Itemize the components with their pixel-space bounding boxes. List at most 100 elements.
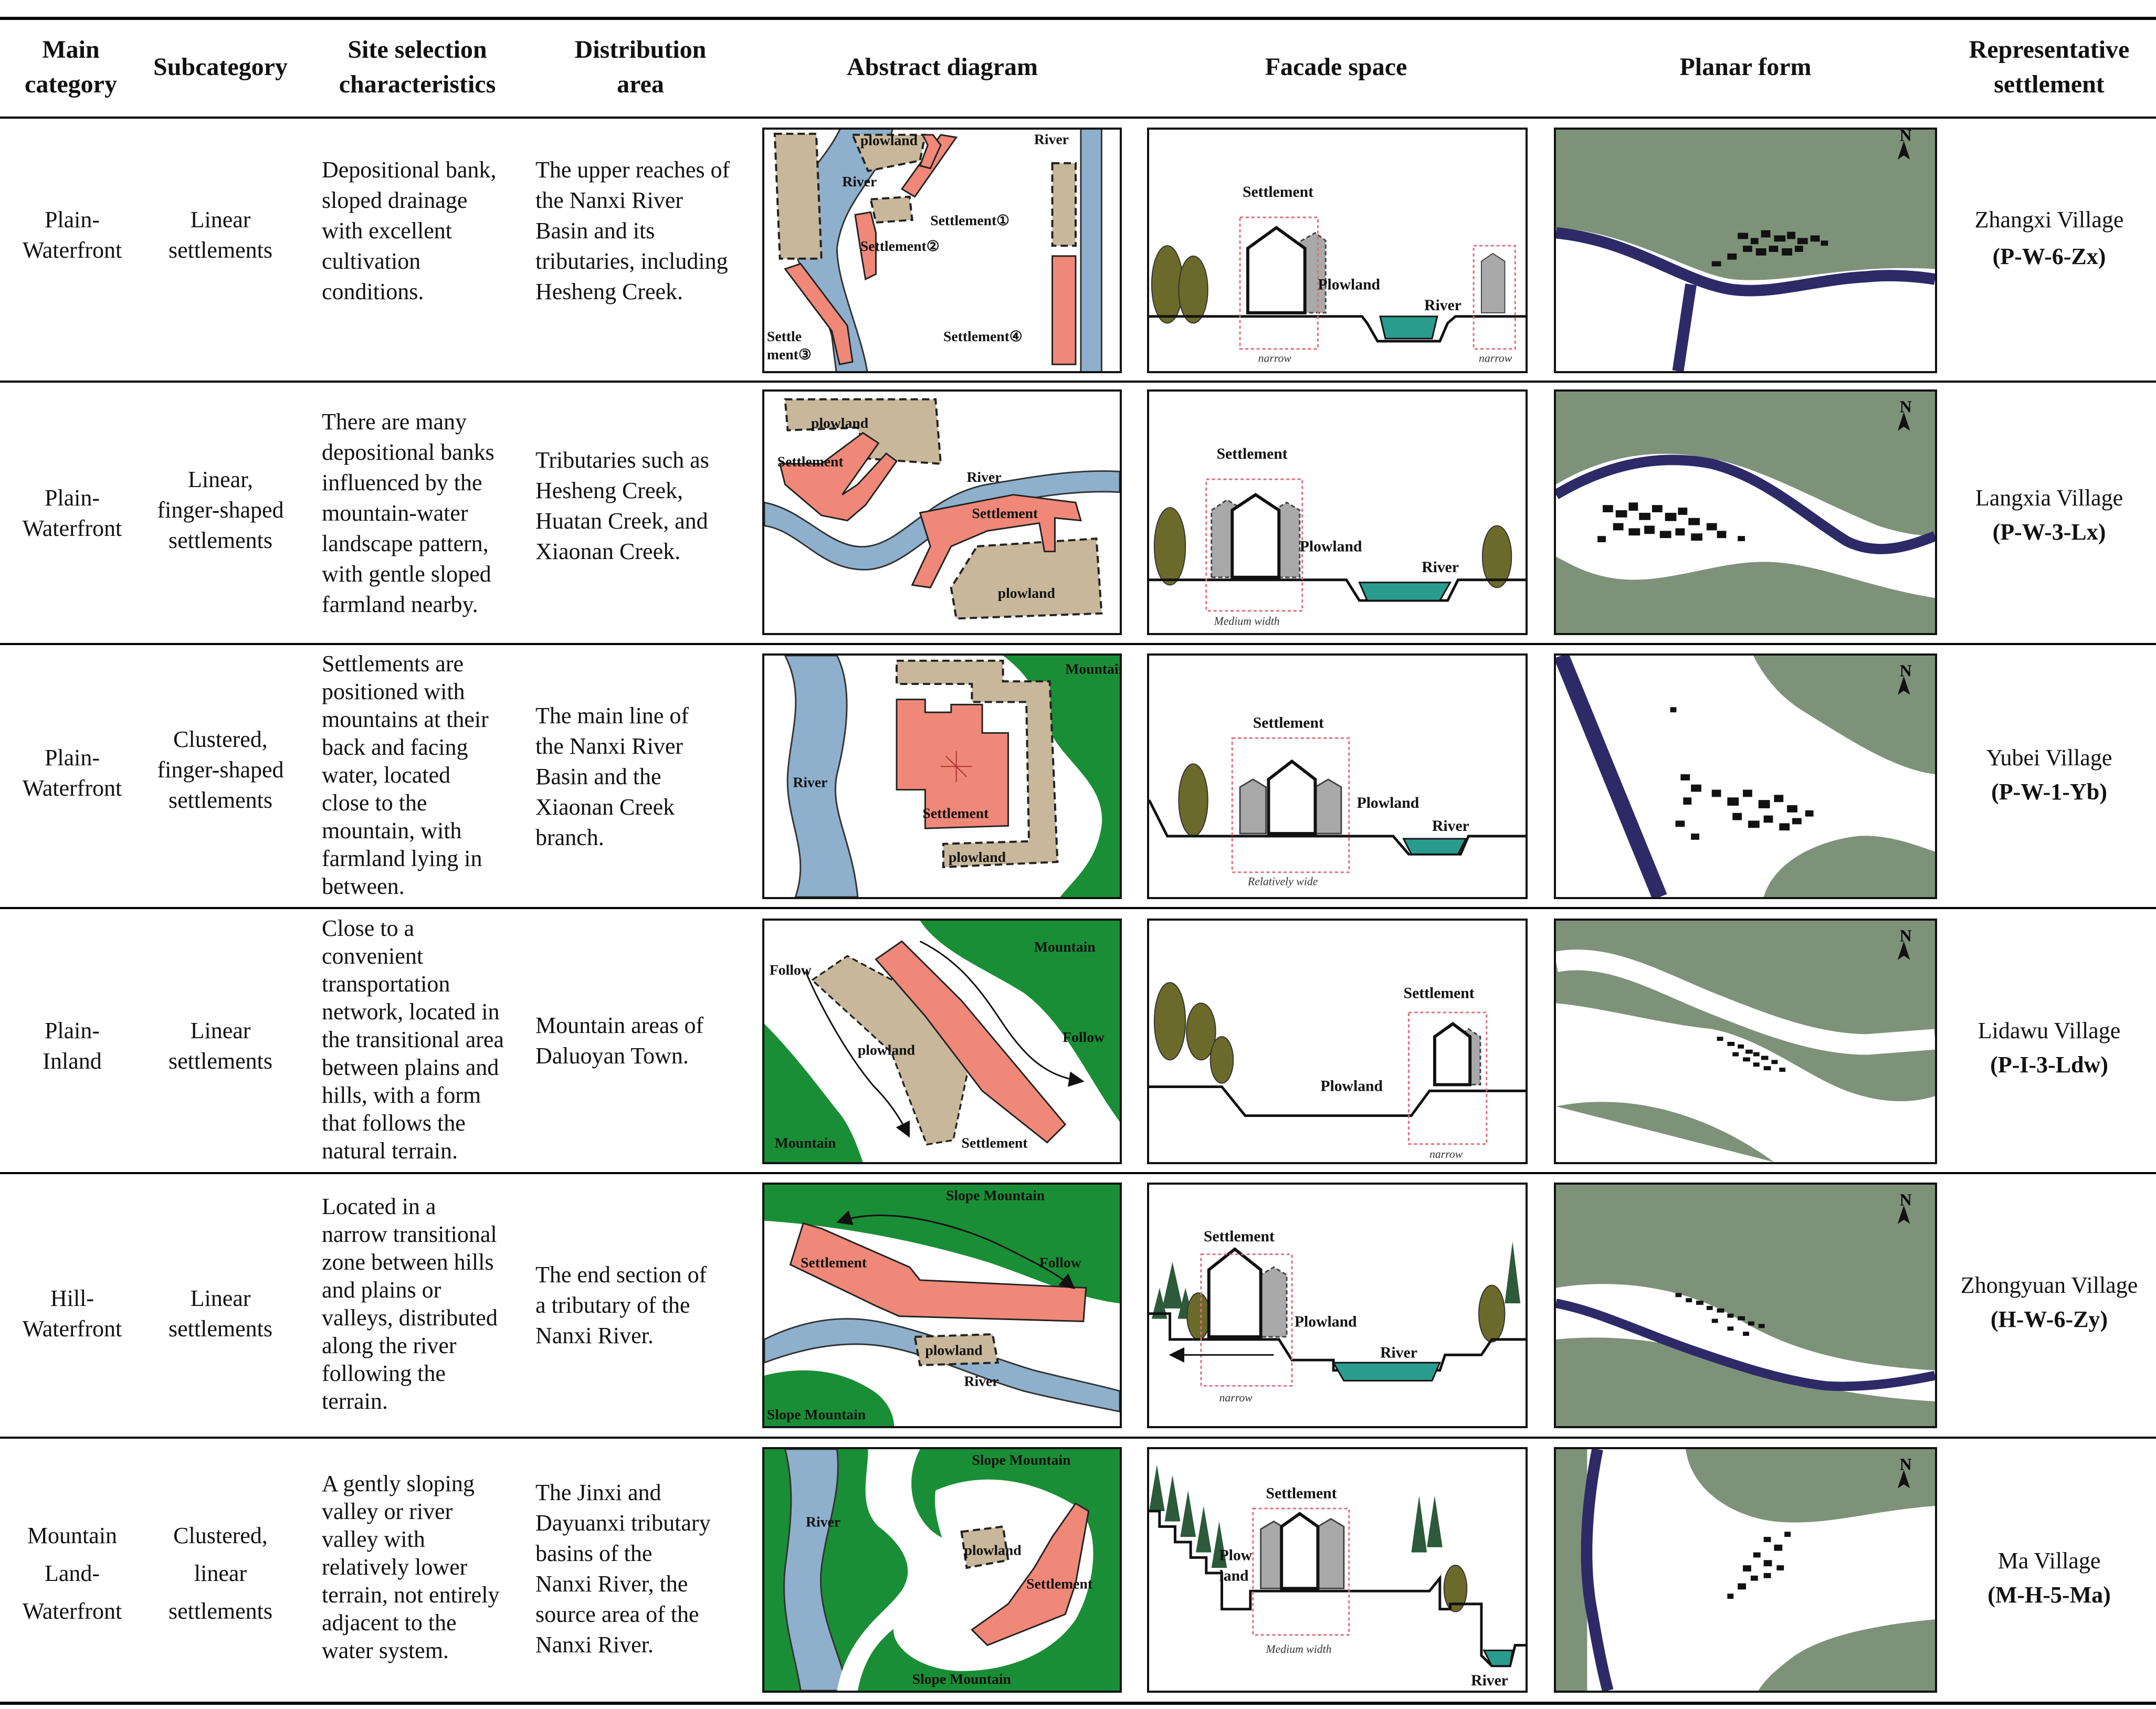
plowland-label: Plowland [1318,277,1380,293]
river-label: River [1471,1672,1508,1689]
plowland-label: plowland [949,849,1006,865]
settlement-label: Settlement [777,453,844,470]
row3-site-selection: Settlements are positioned with mountain… [322,651,489,899]
river-label: River [1422,559,1459,576]
row6-facade-space: Settlement Plow land River Medium width [1147,1447,1528,1693]
settlement-label: Settlement [1243,184,1313,201]
row5-facade-space: Settlement Plowland River narrow [1147,1183,1528,1428]
row6-distribution: The Jinxi and Dayuanxi tributary basins … [535,1480,711,1658]
follow-label: Follow [1063,1029,1105,1045]
plowland-label: Plowland [1357,795,1419,811]
row1-village: Zhangxi Village [1974,207,2124,233]
row4-planar-form: N [1554,919,1937,1164]
row4-subcategory: Linear settlements [169,1018,272,1074]
settlement-label: Settlement [1217,446,1288,462]
row4-main-category: Plain- Inland [43,1018,102,1074]
row6-village: Ma Village [1997,1548,2101,1574]
row1-distribution: The upper reaches of the Nanxi River Bas… [535,157,730,304]
width-label: narrow [1258,352,1292,364]
river-label: River [1034,131,1069,147]
row2-facade-space: Settlement Plowland River Medium width [1147,389,1528,635]
row3-code: (P-W-1-Yb) [1991,779,2107,805]
row1-main-category: Plain- Waterfront [22,207,122,263]
settlement-label: Settlement [972,505,1038,521]
row-divider [0,1437,2156,1439]
bottom-rule [0,1702,2156,1705]
row2-abstract-diagram: plowland Settlement River Settlement plo… [762,389,1122,635]
slope-mountain-label: Slope Mountain [912,1671,1011,1687]
row3-facade-space: Settlement Plowland River Relatively wid… [1147,653,1528,899]
row2-planar-form: N [1554,389,1937,635]
row6-subcategory: Clustered, linear settlements [169,1523,272,1624]
plowland-label: Plowland [1300,539,1362,555]
row4-site-selection: Close to a convenient transportation net… [322,915,504,1164]
settlement-label: Settlement [1204,1228,1275,1245]
settlement-label: Settlement④ [943,328,1023,344]
header-facade-space: Facade space [1265,53,1407,81]
row2-main-category: Plain- Waterfront [22,485,122,541]
plowland-label: plowland [860,132,918,149]
row3-village: Yubei Village [1986,745,2112,771]
building-cluster [1670,707,1814,840]
settlement-label: Settlement [962,1135,1028,1151]
row-divider [0,643,2156,645]
settlement-label: Settlement [801,1254,867,1270]
settlement-label: ment③ [767,346,812,362]
header-site-selection: Site selection characteristics [339,36,496,98]
settlement-label: Settlement [922,805,989,821]
row1-abstract-diagram: plowland River River Settlement① Settlem… [762,128,1122,373]
follow-label: Follow [1039,1254,1081,1270]
header-subcategory: Subcategory [153,53,288,81]
row2-village: Langxia Village [1975,485,2123,511]
row2-distribution: Tributaries such as Hesheng Creek, Huata… [535,447,709,564]
row6-site-selection: A gently sloping valley or river valley … [322,1471,500,1663]
plowland-label: Plowland [1295,1313,1357,1330]
plowland-label: land [1219,1568,1249,1585]
row6-abstract-diagram: Slope Mountain River plowland Settlement… [762,1447,1122,1693]
plowland-label: plowland [858,1042,916,1058]
row2-site-selection: There are many depositional banks influe… [322,409,495,617]
settlement-label: Settlement [1404,985,1475,1002]
settlement-label: Settlement① [930,212,1009,228]
settlement-label: Settle [767,328,802,344]
mountain-label: Mountain [1034,938,1096,955]
row1-planar-form: N [1554,128,1937,373]
top-rule [0,17,2156,20]
building-cluster [1727,1532,1791,1599]
follow-label: Follow [770,962,812,978]
plowland-label: plowland [811,415,869,431]
row3-abstract-diagram: Mountain River Settlement plowland [762,653,1122,899]
width-label: Relatively wide [1247,875,1318,888]
river-label: River [966,469,1001,485]
header-representative: Representative settlement [1969,36,2130,98]
row3-subcategory: Clustered, finger-shaped settlements [157,726,284,813]
row6-code: (M-H-5-Ma) [1987,1582,2111,1608]
river-label: River [793,774,827,790]
north-arrow-icon: N [1900,1190,1912,1209]
row3-distribution: The main line of the Nanxi River Basin a… [535,703,689,850]
row5-village: Zhongyuan Village [1960,1272,2138,1298]
mountain-label: Mountain [1065,660,1120,677]
river-label: River [1432,818,1469,835]
river-label: River [1380,1344,1417,1361]
row2-code: (P-W-3-Lx) [1992,519,2106,545]
row4-distribution: Mountain areas of Daluoyan Town. [535,1012,704,1069]
slope-mountain-label: Slope Mountain [972,1452,1070,1468]
plowland-label: plowland [925,1342,983,1358]
width-label: narrow [1219,1391,1253,1404]
row4-code: (P-I-3-Ldw) [1990,1052,2108,1078]
row6-main-category: Mountain Land- Waterfront [22,1523,122,1624]
river-label: River [806,1514,840,1530]
mountain-label: Mountain [775,1135,836,1151]
plowland-label: plowland [964,1542,1022,1558]
settlement-label: Settlement② [860,238,940,254]
row1-facade-space: Settlement Plowland River narrow narrow [1147,128,1528,373]
row4-abstract-diagram: Follow Mountain plowland Follow Mountain… [762,919,1122,1164]
row1-site-selection: Depositional bank, sloped drainage with … [322,157,497,304]
row-divider [0,907,2156,909]
width-label: Medium width [1266,1643,1332,1655]
row4-village: Lidawu Village [1978,1018,2121,1043]
header-abstract-diagram: Abstract diagram [847,53,1038,81]
header-rule [0,117,2156,119]
settlement-label: Settlement [1026,1575,1093,1591]
